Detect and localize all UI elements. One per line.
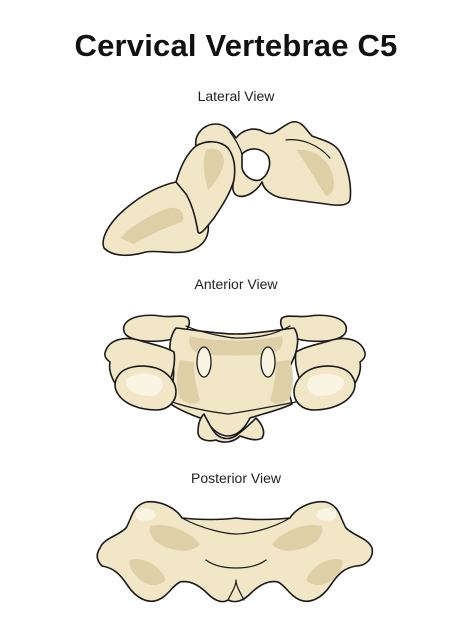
- lateral-shadow-1: [120, 207, 184, 244]
- lateral-shadow-3: [203, 148, 224, 190]
- lateral-shadow-2: [296, 149, 334, 196]
- anterior-view-figure: [104, 314, 366, 443]
- lateral-notch: [241, 148, 271, 182]
- posterior-view-figure: [96, 500, 374, 603]
- page-title: Cervical Vertebrae C5: [74, 28, 398, 63]
- lateral-view-figure: [102, 120, 352, 257]
- posterior-view-label: Posterior View: [190, 470, 281, 486]
- anterior-spinous-process: [197, 413, 265, 443]
- anterior-view-label: Anterior View: [194, 276, 278, 292]
- lateral-articular-process: [194, 120, 352, 206]
- lateral-view-label: Lateral View: [197, 88, 275, 104]
